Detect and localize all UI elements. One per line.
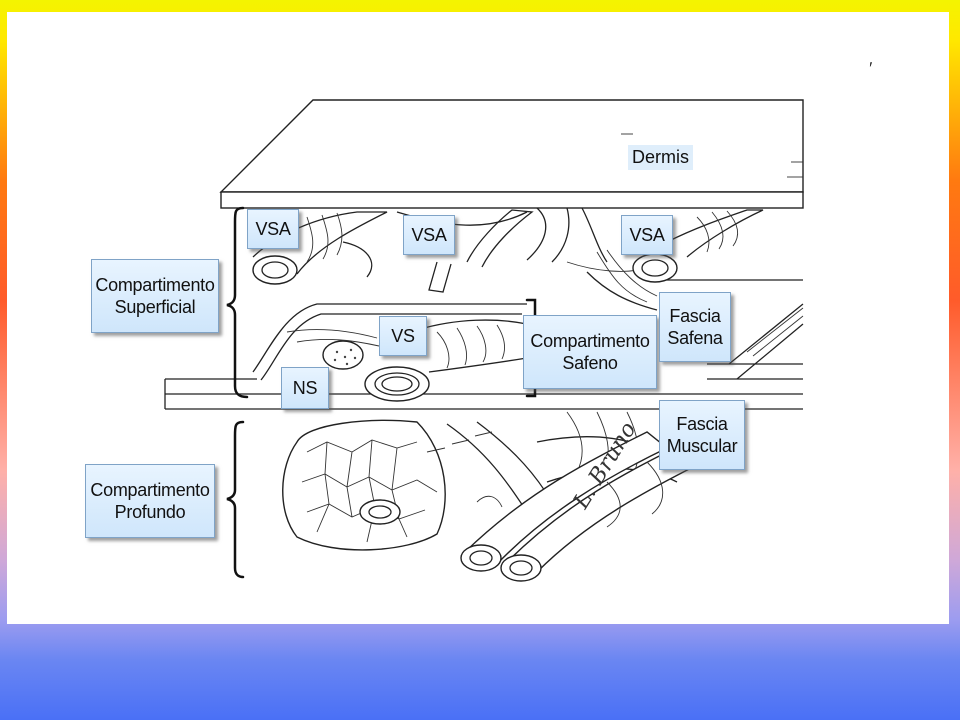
- label-vsa-left: VSA: [247, 209, 299, 249]
- label-dermis: Dermis: [628, 145, 693, 170]
- superficial-brace: [226, 206, 249, 399]
- label-compartimento-profundo: Compartimento Profundo: [85, 464, 215, 538]
- label-compartimento-superficial: Compartimento Superficial: [91, 259, 219, 333]
- label-ns: NS: [281, 367, 329, 409]
- dermis-layer: [219, 99, 804, 209]
- slide-content-area: ʹ L. Bruno Dermis VSA VSA VSA Compartime…: [7, 12, 949, 624]
- label-fascia-muscular: Fascia Muscular: [659, 400, 745, 470]
- stray-mark: ʹ: [869, 58, 873, 78]
- anatomy-diagram: [164, 99, 804, 582]
- label-vsa-right: VSA: [621, 215, 673, 255]
- label-fascia-safena: Fascia Safena: [659, 292, 731, 362]
- label-vsa-middle: VSA: [403, 215, 455, 255]
- saphenous-contents: [286, 298, 537, 402]
- label-vs: VS: [379, 316, 427, 356]
- superficial-vessels: [252, 207, 764, 311]
- deep-compartment: [282, 411, 709, 582]
- label-compartimento-safeno: Compartimento Safeno: [523, 315, 657, 389]
- deep-brace: [226, 420, 245, 579]
